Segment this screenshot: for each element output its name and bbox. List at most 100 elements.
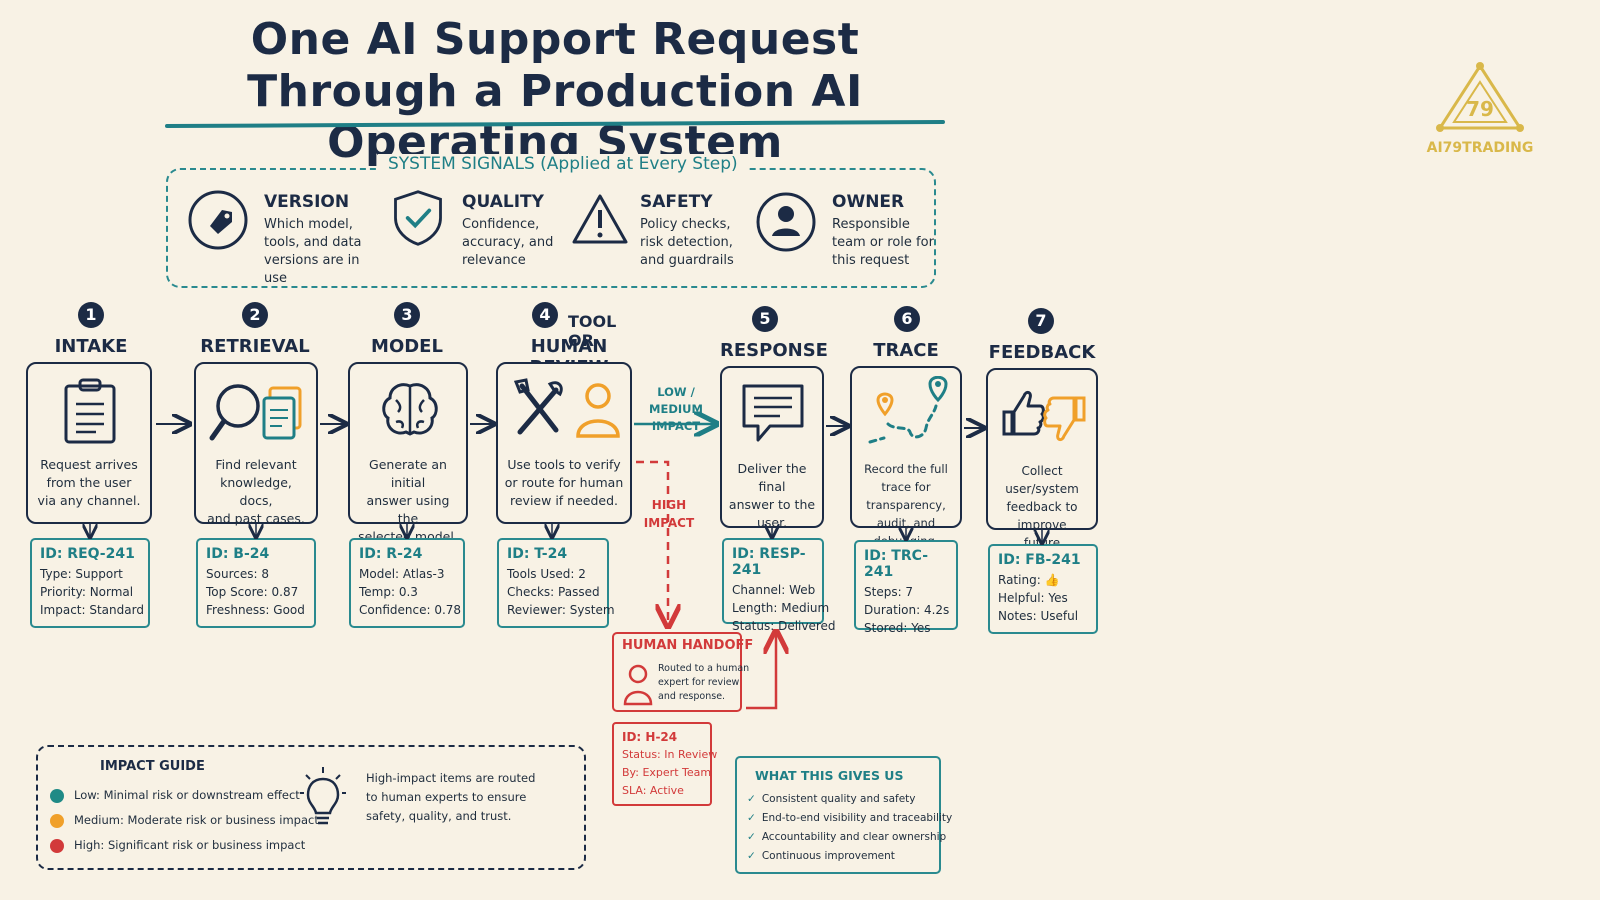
benefits-title: WHAT THIS GIVES US (755, 768, 904, 783)
stage-1-id: ID: REQ-241 (40, 546, 135, 562)
checkmark-icon: ✓ (747, 831, 756, 843)
impact-guide-title: IMPACT GUIDE (100, 759, 205, 774)
stage-6-meta: Stored: Yes (864, 621, 931, 635)
stage-4-desc: review if needed. (510, 493, 618, 508)
medium-dot-icon (50, 813, 64, 828)
stage-1-title: INTAKE (54, 336, 128, 357)
benefits-panel: WHAT THIS GIVES US ✓Consistent quality a… (735, 756, 952, 874)
stage-2-meta: Top Score: 0.87 (206, 585, 299, 599)
handoff-meta: SLA: Active (622, 784, 684, 797)
impact-level-medium: Medium: Moderate risk or business impact (50, 808, 319, 833)
signal-quality-desc: relevance (462, 253, 526, 268)
handoff-id-box: ID: H-24 Status: In Review By: Expert Te… (612, 722, 718, 806)
stage-7-number: 7 (1028, 308, 1054, 334)
signal-owner-desc: this request (832, 253, 910, 268)
stage-6-meta: Steps: 7 (864, 585, 914, 599)
id-box-arrows (90, 524, 1042, 542)
stage-3-meta: Confidence: 0.78 (359, 603, 462, 617)
stage-5-title: RESPONSE (720, 340, 828, 361)
stage-3-number: 3 (394, 302, 420, 328)
human-handoff-desc: expert for review (658, 677, 740, 688)
handoff-meta: By: Expert Team (622, 766, 712, 779)
signal-quality-name: QUALITY (462, 192, 544, 212)
stage-1-card: Request arrives from the user via any ch… (26, 362, 152, 524)
stage-4-desc: or route for human (504, 475, 624, 490)
stage-1-desc: Request arrives (40, 457, 138, 472)
human-handoff-desc: and response. (658, 691, 726, 702)
stage-5-id-box: ID: RESP-241 Channel: Web Length: Medium… (722, 538, 836, 633)
stage-3-desc: Generate an initial (369, 457, 447, 490)
stage-2-meta: Freshness: Good (206, 603, 305, 617)
high-impact-path (636, 460, 668, 624)
impact-guide-note: safety, quality, and trust. (366, 809, 512, 823)
impact-guide-note: High-impact items are routed (366, 771, 536, 785)
stage-3-meta: Temp: 0.3 (359, 585, 418, 599)
checkmark-icon: ✓ (747, 812, 756, 824)
stage-3-meta: Model: Atlas-3 (359, 567, 445, 581)
stage-1-meta: Impact: Standard (40, 603, 144, 617)
shield-check-icon (394, 190, 442, 246)
checkmark-icon: ✓ (747, 850, 756, 862)
stage-4-number: 4 (532, 302, 558, 328)
stage-2-id: ID: B-24 (206, 546, 270, 562)
brain-icon (382, 383, 438, 436)
signal-quality-desc: accuracy, and (462, 235, 554, 250)
stage-6-id-box: ID: TRC-241 Steps: 7 Duration: 4.2s Stor… (854, 540, 958, 635)
brand-name: AI79TRADING (1426, 140, 1534, 156)
chat-bubble-icon (742, 384, 804, 442)
low-medium-impact-label: LOW / MEDIUM IMPACT (649, 385, 703, 433)
brand-logo: 79 AI79TRADING (1427, 60, 1533, 160)
stage-3-title: MODEL (371, 336, 443, 357)
stage-4-card: Use tools to verify or route for human r… (496, 362, 632, 524)
stage-6-card: Record the full trace for transparency, … (850, 366, 962, 548)
stage-5-desc: answer to the (728, 497, 816, 512)
handoff-meta: Status: In Review (622, 748, 718, 761)
stage-1-meta: Priority: Normal (40, 585, 134, 599)
stage-2-desc: Find relevant (215, 457, 297, 472)
stage-7-meta: Helpful: Yes (998, 591, 1068, 605)
low-dot-icon (50, 788, 64, 803)
stage-1-number: 1 (78, 302, 104, 328)
page-title: One AI Support Request (250, 14, 860, 65)
handoff-return-path (746, 634, 776, 710)
stage-5-desc: user. (756, 515, 788, 530)
stage-5-id: ID: RESP-241 (732, 546, 806, 578)
stage-7-meta: Notes: Useful (998, 609, 1079, 623)
stage-6-meta: Duration: 4.2s (864, 603, 950, 617)
stage-2-desc: and past cases. (207, 511, 305, 526)
stage-3-id-box: ID: R-24 Model: Atlas-3 Temp: 0.3 Confid… (349, 538, 465, 628)
clipboard-icon (64, 378, 116, 444)
impact-guide-note: to human experts to ensure (366, 790, 527, 804)
signal-safety-name: SAFETY (640, 192, 713, 212)
warning-icon (572, 194, 628, 244)
signal-safety-desc: risk detection, (640, 235, 733, 250)
benefit-item: ✓Accountability and clear ownership (747, 831, 947, 843)
stage-2-card: Find relevant knowledge, docs, and past … (194, 362, 318, 526)
stage-7-id: ID: FB-241 (998, 552, 1081, 568)
brand-logo-icon: 79 (1436, 62, 1524, 132)
brand-mark: 79 (1466, 97, 1494, 121)
stage-7-id-box: ID: FB-241 Rating: 👍 Helpful: Yes Notes:… (988, 544, 1098, 634)
stage-2-meta: Sources: 8 (206, 567, 269, 581)
benefit-item: ✓Continuous improvement (747, 850, 895, 862)
stage-6-desc: Record the full (864, 462, 948, 476)
stage-2-desc: knowledge, docs, (220, 475, 292, 508)
human-handoff-desc: Routed to a human (658, 663, 750, 674)
signal-owner-desc: Responsible (832, 217, 910, 232)
signal-owner-name: OWNER (832, 192, 905, 212)
stage-4-meta: Tools Used: 2 (507, 567, 586, 581)
tag-icon (188, 190, 248, 250)
stage-3-desc: answer using the (366, 493, 450, 526)
high-dot-icon (50, 838, 64, 853)
stage-6-desc: trace for transparency, (866, 480, 946, 512)
stage-5-desc: Deliver the final (737, 461, 807, 494)
signal-version-name: VERSION (264, 192, 350, 212)
stage-6-number: 6 (894, 306, 920, 332)
stage-1-desc: via any channel. (37, 493, 141, 508)
impact-level-high: High: Significant risk or business impac… (50, 833, 319, 858)
stage-4-meta: Reviewer: System (507, 603, 615, 617)
stage-6-title: TRACE (873, 340, 939, 361)
tools-person-icon (513, 378, 620, 438)
stage-5-meta: Channel: Web (732, 583, 816, 597)
stage-6-id: ID: TRC-241 (864, 548, 929, 580)
